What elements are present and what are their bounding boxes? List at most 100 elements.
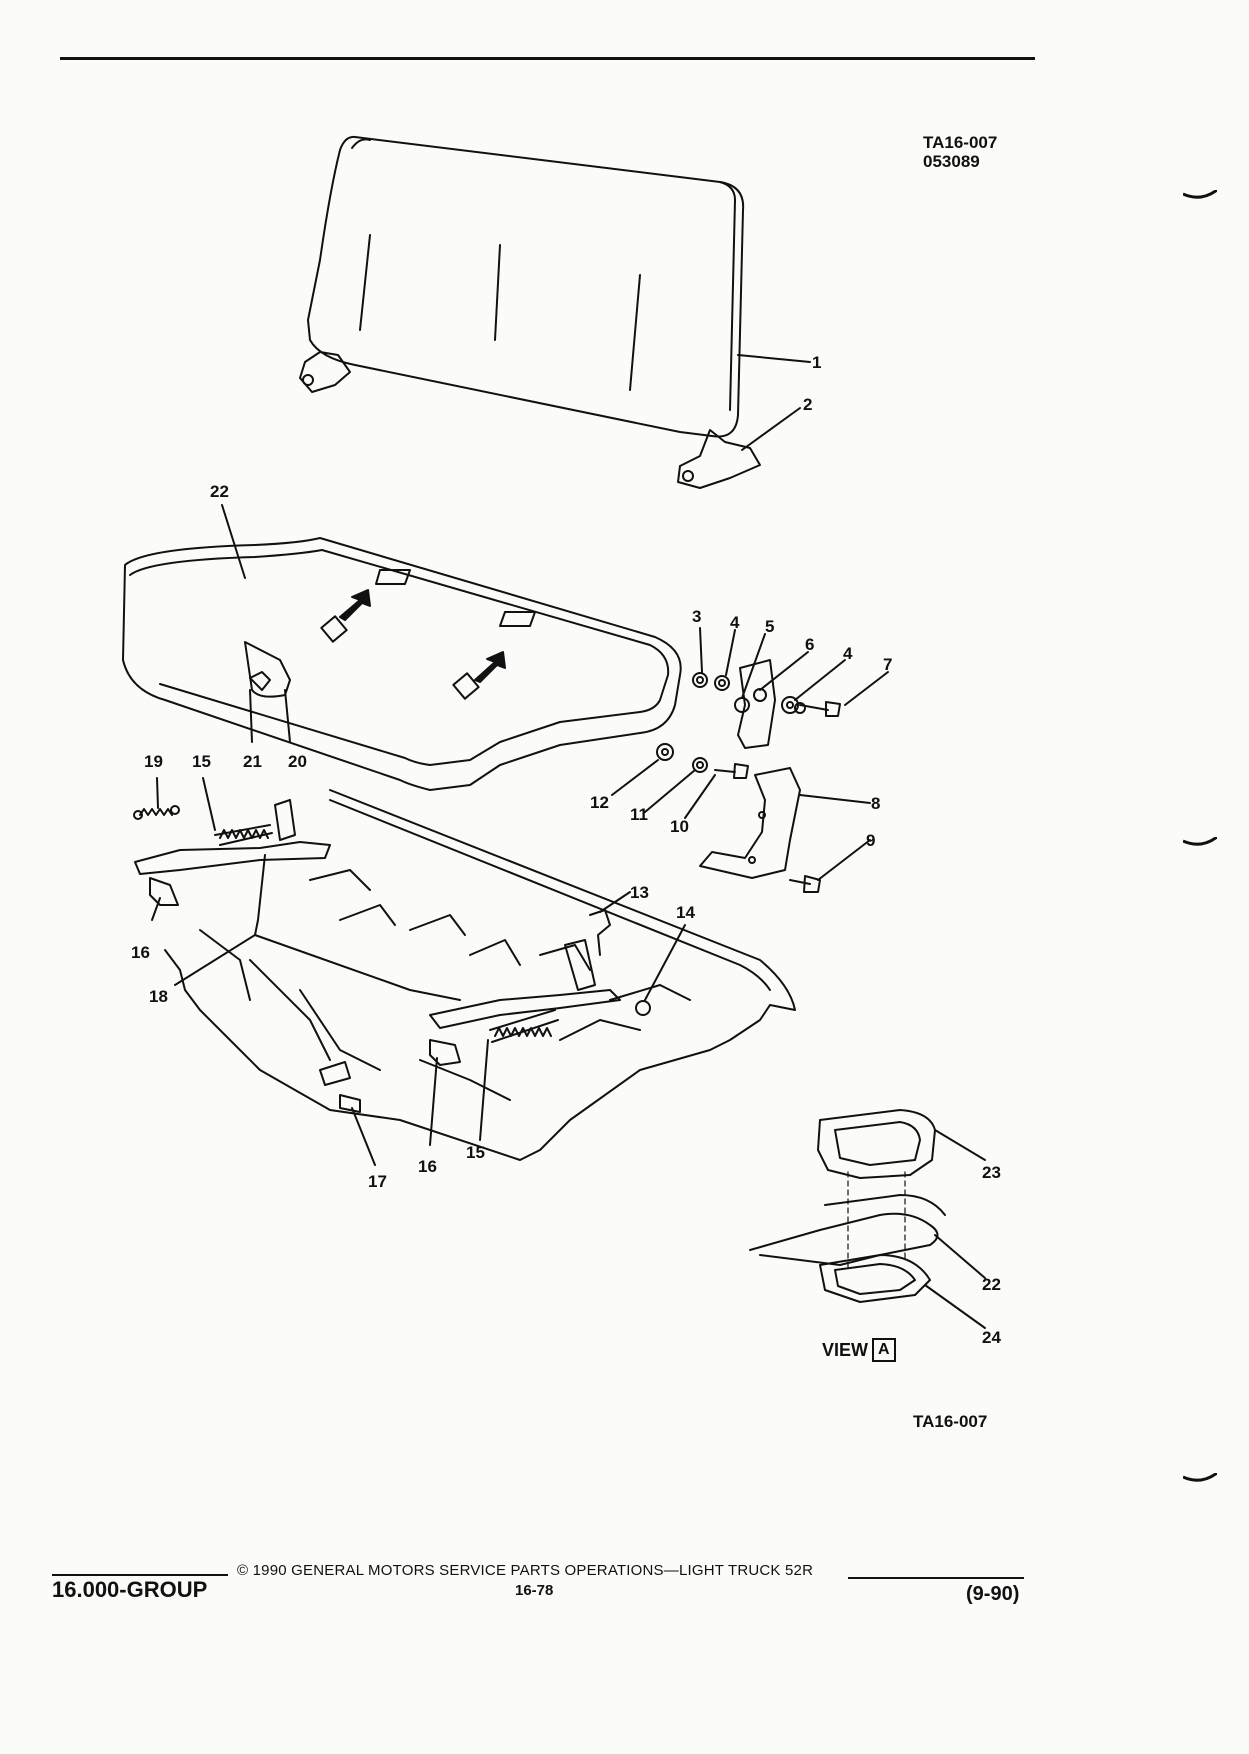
- view-a-bezel-inner: [834, 1121, 921, 1166]
- leader-16b: [429, 1057, 438, 1146]
- leader-7: [844, 671, 889, 706]
- bumper-17: [339, 1094, 361, 1113]
- footer-date: (9-90): [966, 1583, 1020, 1605]
- leader-18: [174, 934, 256, 986]
- view-a-cushion: [749, 1212, 939, 1266]
- callout-18: 18: [149, 987, 168, 1006]
- footer-group-rule: [52, 1574, 228, 1576]
- callout-13: 13: [630, 883, 649, 902]
- left-track: [134, 841, 331, 875]
- callout-19: 19: [144, 752, 163, 771]
- seat-back-crease-mid: [494, 244, 501, 341]
- floor-rib-5: [609, 984, 691, 1001]
- binding-mark-2: [1183, 837, 1217, 846]
- callout-22: 22: [210, 482, 229, 501]
- leader-4b: [794, 659, 846, 701]
- view-label-text: VIEW: [822, 1339, 869, 1360]
- seat-back: [307, 135, 745, 438]
- view-a-bezel: [817, 1109, 936, 1179]
- callout-numbers: 1 2 3 4 5 6 4 7 8 9 10 11 12 13 14 15 16…: [131, 353, 1001, 1347]
- leader-23: [934, 1129, 986, 1161]
- callout-1: 1: [812, 353, 821, 372]
- bolt-9: [789, 875, 821, 893]
- callout-4a: 4: [730, 613, 740, 632]
- leader-22: [221, 504, 246, 579]
- seat-back-crease-right: [629, 274, 641, 391]
- view-a-label: VIEW A: [822, 1338, 896, 1362]
- callout-10: 10: [670, 817, 689, 836]
- left-spring: [214, 824, 273, 846]
- right-spring-coils: [494, 1027, 552, 1037]
- leader-10: [684, 774, 716, 819]
- footer-page-number: 16-78: [515, 1582, 554, 1599]
- callout-15b: 15: [466, 1143, 485, 1162]
- callout-9: 9: [866, 831, 875, 850]
- cushion-tab-1: [375, 569, 411, 585]
- footer-copyright-rule: [848, 1577, 1024, 1579]
- seat-cushion-piping: [129, 549, 670, 766]
- cushion-cutaway: [244, 641, 291, 698]
- leader-1: [737, 354, 811, 363]
- left-upright: [274, 799, 296, 841]
- leader-17: [351, 1107, 376, 1166]
- view-a-cushion-edge: [824, 1194, 946, 1216]
- leader-14: [644, 924, 686, 1001]
- footer-copyright: © 1990 GENERAL MOTORS SERVICE PARTS OPER…: [237, 1562, 814, 1579]
- floor-rib-2: [249, 959, 331, 1061]
- callout-11: 11: [630, 805, 648, 824]
- right-track: [429, 989, 621, 1029]
- leader-24: [924, 1284, 986, 1329]
- bolt-13: [589, 909, 611, 956]
- figure-reference: TA16-007 053089: [923, 133, 997, 171]
- spring-19: [139, 808, 173, 816]
- floor-tab: [319, 1061, 351, 1086]
- view-arrow-1: [339, 589, 371, 621]
- callout-24: 24: [982, 1328, 1001, 1347]
- callout-8: 8: [871, 794, 880, 813]
- callout-6: 6: [805, 635, 814, 654]
- bolt-10: [714, 763, 749, 779]
- floor-rib-4: [559, 1019, 641, 1041]
- callout-21: 21: [243, 752, 262, 771]
- view-a-retainer: [819, 1254, 931, 1303]
- left-hinge: [299, 351, 351, 393]
- leader-19: [156, 777, 159, 809]
- leader-4a: [725, 629, 736, 676]
- left-bracket-16: [149, 877, 179, 906]
- right-upright: [564, 939, 596, 991]
- cushion-frame-hook: [249, 671, 271, 691]
- cushion-tab-2: [499, 611, 536, 627]
- top-rule: [60, 57, 1035, 60]
- leader-13: [599, 891, 631, 913]
- leader-21: [249, 689, 253, 743]
- callout-14: 14: [676, 903, 695, 922]
- figure-date-code: 053089: [923, 152, 980, 171]
- floor-rib-6: [199, 929, 251, 1001]
- leader-16a: [151, 897, 161, 921]
- floor-ridge-5: [539, 944, 591, 971]
- callout-17: 17: [368, 1172, 387, 1191]
- seat-back-top-edge: [351, 138, 371, 149]
- view-arrow-2: [474, 651, 506, 683]
- right-hinge: [677, 429, 761, 489]
- figure-ref-bottom: TA16-007: [913, 1412, 988, 1431]
- right-bracket-16: [429, 1039, 461, 1066]
- floor-rib-1: [299, 989, 381, 1071]
- floor-ridge-2: [339, 904, 396, 926]
- seat-cushion: [122, 537, 682, 791]
- leader-3: [699, 627, 703, 673]
- callout-23: 23: [982, 1163, 1001, 1182]
- callout-16a: 16: [131, 943, 150, 962]
- leader-12: [611, 759, 659, 796]
- leader-2: [741, 407, 801, 451]
- binding-mark-3: [1183, 1473, 1217, 1482]
- view-letter-box: A: [872, 1338, 896, 1362]
- left-spring-coils: [219, 829, 269, 839]
- callout-12: 12: [590, 793, 609, 812]
- seat-bracket: [699, 767, 801, 879]
- floor-ridge-1: [309, 869, 371, 891]
- bolt-7: [799, 701, 841, 717]
- floor-ridge-4: [469, 939, 521, 966]
